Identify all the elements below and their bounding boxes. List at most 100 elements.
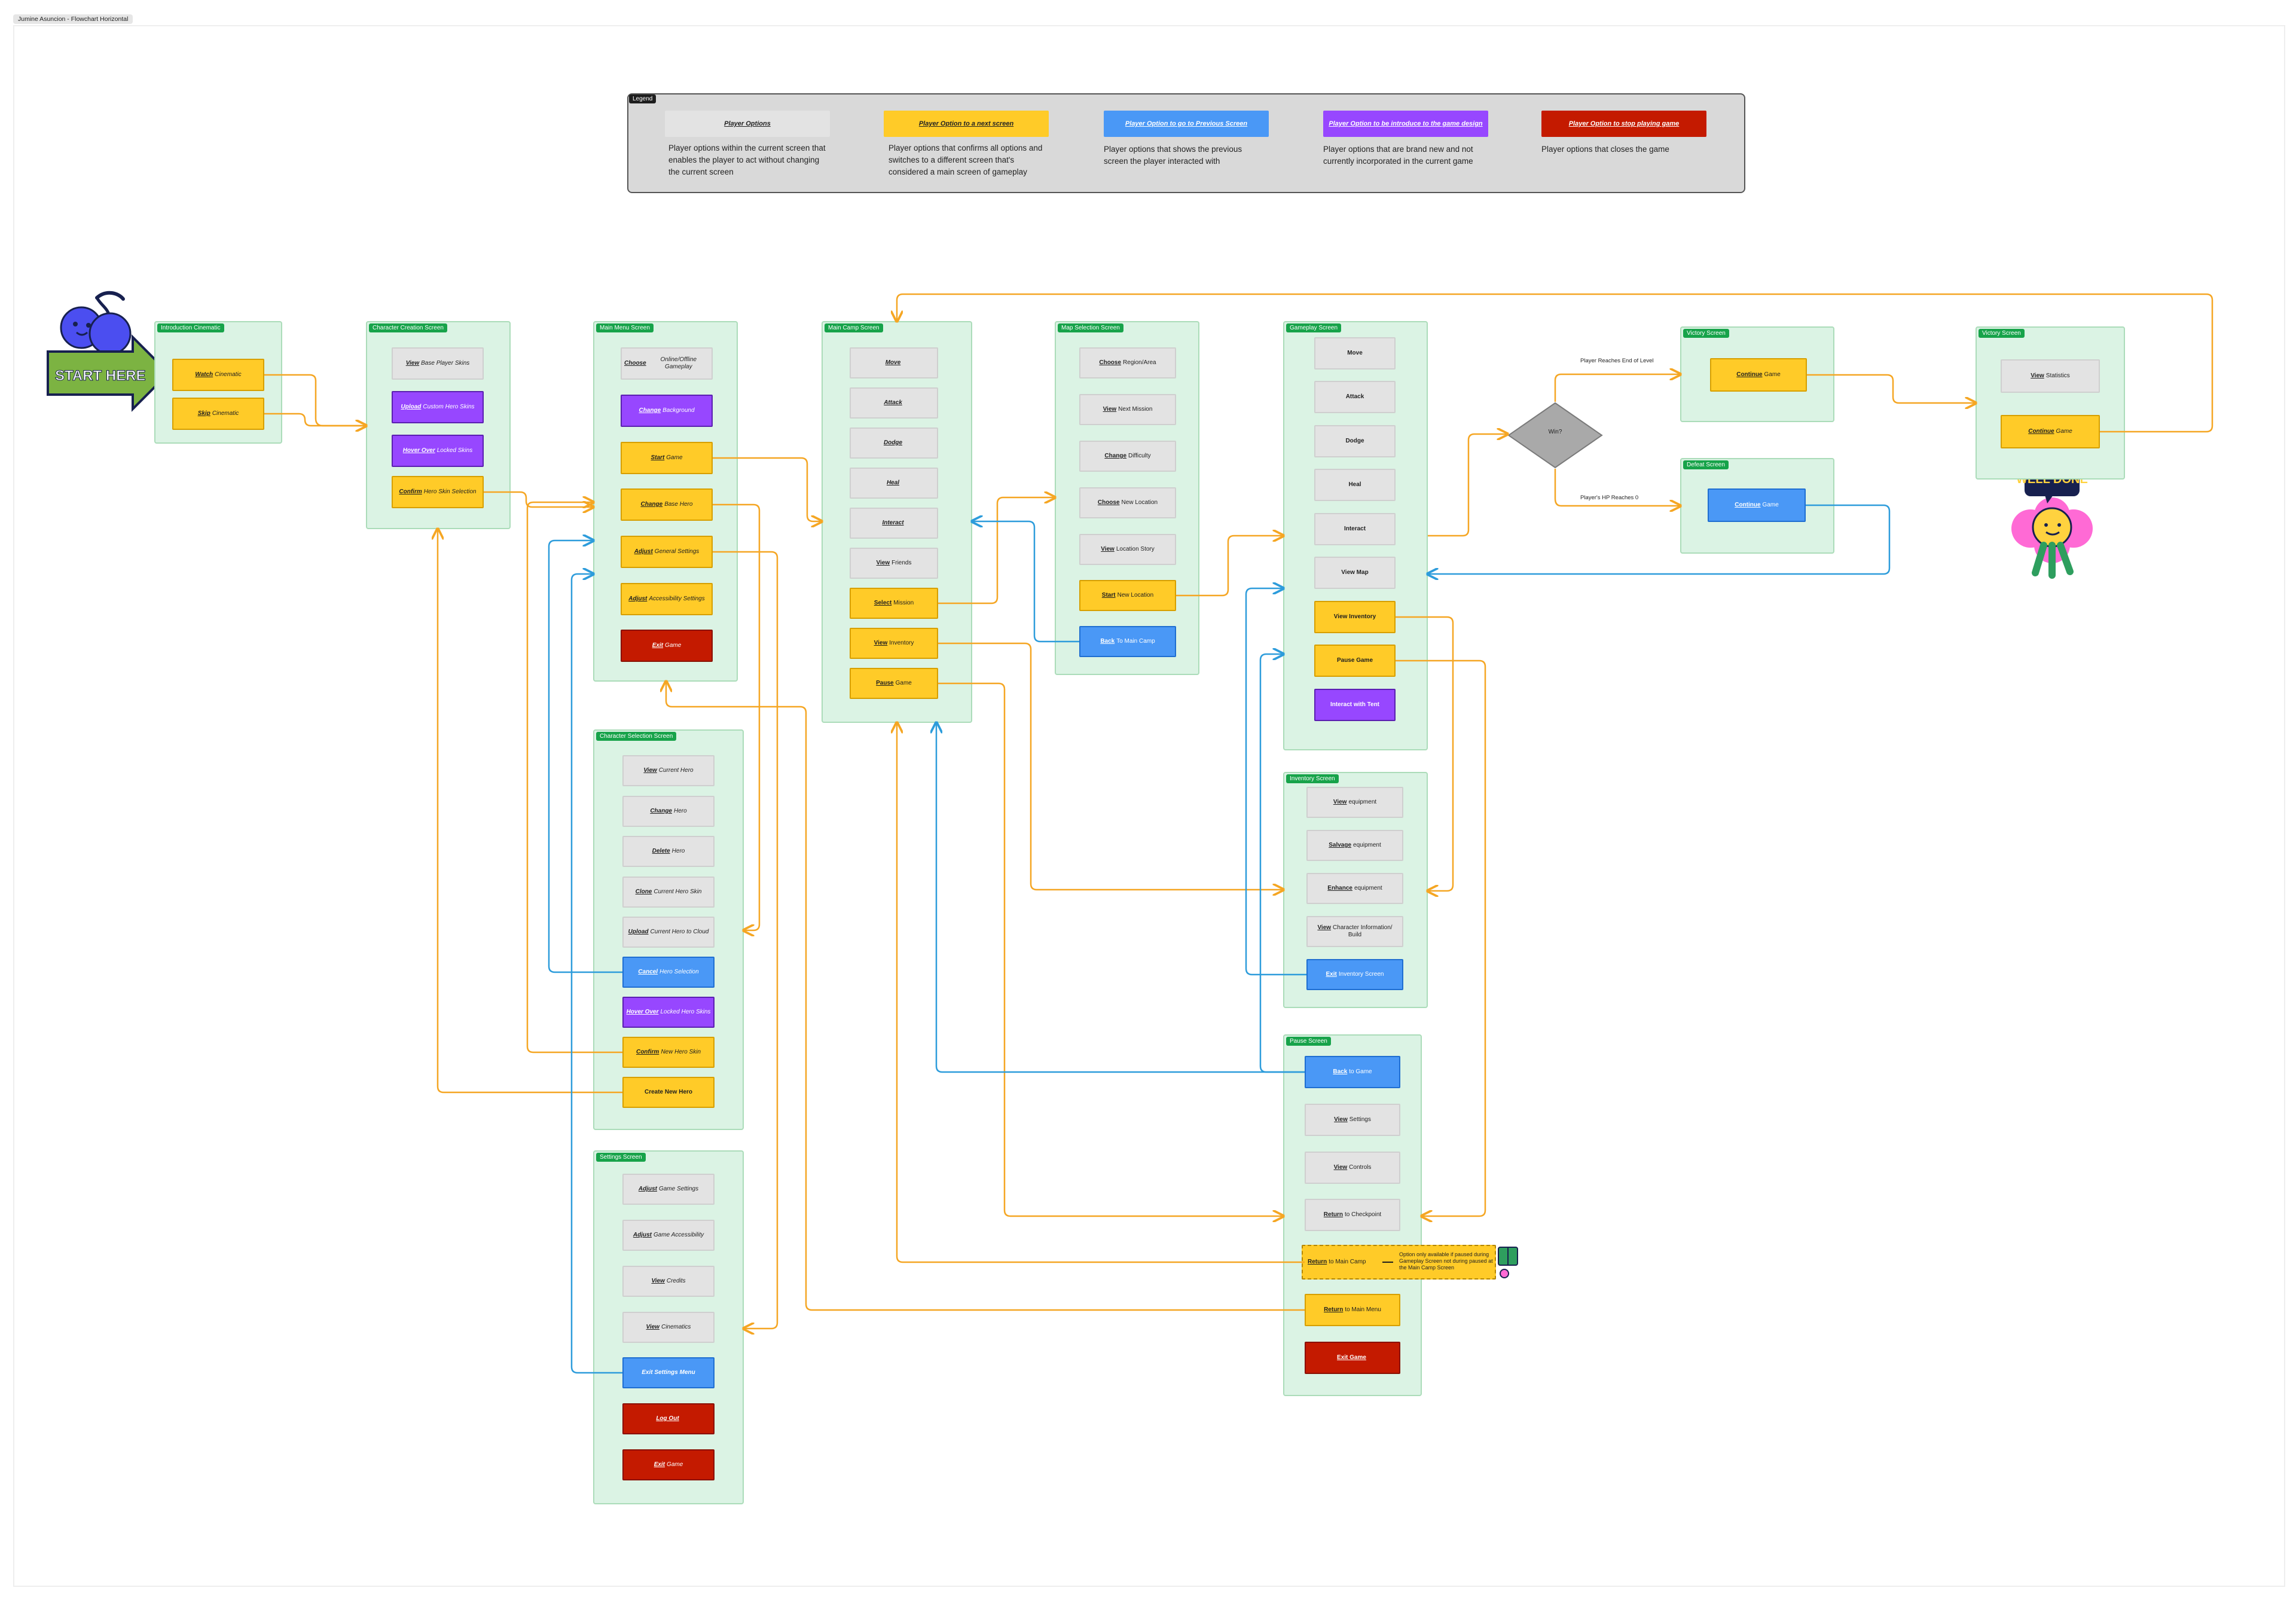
- option-verb: Select: [874, 600, 892, 606]
- option-text: to Main Camp: [1329, 1259, 1366, 1265]
- option-text: Next Mission: [1118, 406, 1153, 413]
- option-create-new-hero[interactable]: Create New Hero: [622, 1077, 715, 1108]
- option-camp-dodge[interactable]: Dodge: [850, 428, 938, 459]
- option-verb: Adjust: [633, 1232, 652, 1238]
- option-verb: Pause: [876, 680, 894, 686]
- option-interact-with-tent[interactable]: Interact with Tent: [1314, 689, 1396, 721]
- connector-start-location-to-gameplay: [1176, 536, 1283, 597]
- option-text: Create New Hero: [644, 1089, 693, 1095]
- option-view-map[interactable]: View Map: [1314, 557, 1396, 589]
- option-verb: Salvage: [1329, 842, 1352, 848]
- option-gameplay-move[interactable]: Move: [1314, 337, 1396, 370]
- screen-title: Victory Screen: [1979, 329, 2025, 338]
- option-text: Hero Skin Selection: [423, 488, 477, 495]
- option-verb: Watch: [195, 371, 213, 378]
- option-gameplay-heal[interactable]: Heal: [1314, 469, 1396, 501]
- option-camp-move[interactable]: Move: [850, 347, 938, 378]
- option-text: Current Hero: [658, 767, 694, 774]
- screen-title: Character Creation Screen: [369, 323, 447, 332]
- option-verb: Start: [1101, 592, 1116, 599]
- option-gameplay-interact[interactable]: Interact: [1314, 513, 1396, 545]
- option-exit-settings-menu[interactable]: Exit Settings Menu: [622, 1357, 715, 1388]
- option-gameplay-view-inventory[interactable]: View Inventory: [1314, 601, 1396, 633]
- option-verb: Choose: [1099, 359, 1122, 366]
- option-gameplay-attack[interactable]: Attack: [1314, 381, 1396, 413]
- option-log-out[interactable]: Log Out: [622, 1403, 715, 1434]
- decision-yes-label: Player Reaches End of Level: [1580, 358, 1654, 364]
- option-pause-exit-game[interactable]: Exit Game: [1305, 1342, 1400, 1374]
- decision-no-label: Player's HP Reaches 0: [1580, 494, 1639, 501]
- option-verb: Choose: [1097, 499, 1120, 506]
- start-here-sticker: START HERE: [47, 291, 170, 412]
- option-gameplay-pause-game[interactable]: Pause Game: [1314, 645, 1396, 677]
- connector-gameplay-pause: [1396, 659, 1486, 1216]
- option-camp-heal[interactable]: Heal: [850, 468, 938, 499]
- screen-title: Introduction Cinematic: [157, 323, 224, 332]
- connector-watch-to-creation: [264, 374, 366, 426]
- connector-return-to-camp: [897, 723, 1305, 1263]
- frame-outline: [13, 25, 2285, 1587]
- option-gameplay-dodge[interactable]: Dodge: [1314, 425, 1396, 457]
- option-camp-interact[interactable]: Interact: [850, 508, 938, 539]
- option-verb: Continue: [2028, 428, 2054, 435]
- option-camp-attack[interactable]: Attack: [850, 387, 938, 419]
- option-verb: Exit: [1326, 971, 1337, 978]
- legend-panel: [627, 93, 1745, 193]
- option-text: Attack: [1345, 393, 1364, 400]
- option-text: Background: [662, 407, 695, 414]
- screen-victory-second: Victory Screen: [1976, 326, 2125, 480]
